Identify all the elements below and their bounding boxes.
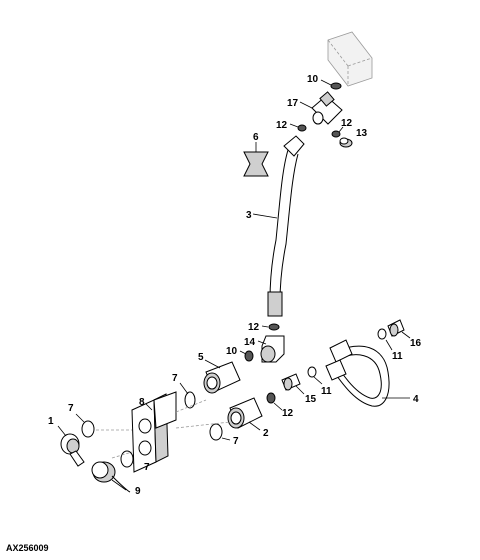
part-7-retaining-ring-c: [209, 423, 231, 441]
part-12-seal-mid: [261, 323, 280, 331]
part-4-hose-assembly: [325, 339, 410, 407]
part-7-retaining-ring-a: [179, 382, 196, 409]
callout-16: 16: [410, 338, 422, 349]
callout-10a: 10: [307, 74, 319, 85]
part-3-hydraulic-hose: [252, 135, 305, 317]
callout-17: 17: [287, 98, 299, 109]
callout-6: 6: [253, 132, 259, 143]
callout-7c: 7: [233, 436, 239, 447]
part-12-seal-upper-left: [289, 123, 307, 132]
callout-10b: 10: [226, 346, 238, 357]
callout-7d: 7: [144, 462, 150, 473]
part-11-o-ring-left: [307, 366, 323, 385]
callout-11b: 11: [392, 351, 403, 362]
callout-1: 1: [48, 416, 54, 427]
part-8-mounting-bracket: [131, 391, 177, 473]
figure-id: AX256009: [6, 543, 49, 553]
callout-4: 4: [413, 394, 419, 405]
callout-labels: 1 2 3 4 5 6 7 7 7 7 8 9 10 10 11 11 12 1…: [48, 74, 422, 497]
callout-7a: 7: [172, 373, 178, 384]
callout-12c: 12: [248, 322, 260, 333]
part-15-adapter: [281, 373, 305, 395]
callout-13: 13: [356, 128, 368, 139]
callout-12b: 12: [341, 118, 353, 129]
callout-5: 5: [198, 352, 204, 363]
alignment-lines: [96, 399, 231, 459]
part-7-retaining-ring-b: [75, 413, 95, 438]
part-17-tee-fitting: [299, 91, 343, 125]
callout-7b: 7: [68, 403, 74, 414]
part-13-cap: [339, 137, 353, 148]
callout-11a: 11: [321, 386, 332, 397]
callout-3: 3: [246, 210, 252, 221]
callout-2: 2: [263, 428, 269, 439]
part-10-o-ring-lower: [239, 350, 254, 362]
callout-8: 8: [139, 397, 145, 408]
part-9-dust-plug: [91, 461, 131, 493]
part-12-seal-lower: [266, 392, 283, 411]
part-12-seal-upper-right: [331, 126, 344, 138]
part-6-hose-clamp: [243, 142, 269, 177]
part-2-quick-coupler: [227, 397, 263, 431]
part-1-dust-cap: [57, 425, 85, 467]
callout-15: 15: [305, 394, 317, 405]
part-14-elbow-fitting: [257, 335, 285, 363]
callout-9: 9: [135, 486, 141, 497]
part-11-o-ring-right: [377, 328, 393, 351]
reference-block-ghost: [327, 31, 373, 87]
callout-12d: 12: [282, 408, 294, 419]
part-16-adapter: [387, 319, 411, 339]
part-5-quick-coupler: [203, 359, 241, 394]
part-10-o-ring-top: [320, 79, 342, 90]
callout-12a: 12: [276, 120, 288, 131]
callout-14: 14: [244, 337, 256, 348]
